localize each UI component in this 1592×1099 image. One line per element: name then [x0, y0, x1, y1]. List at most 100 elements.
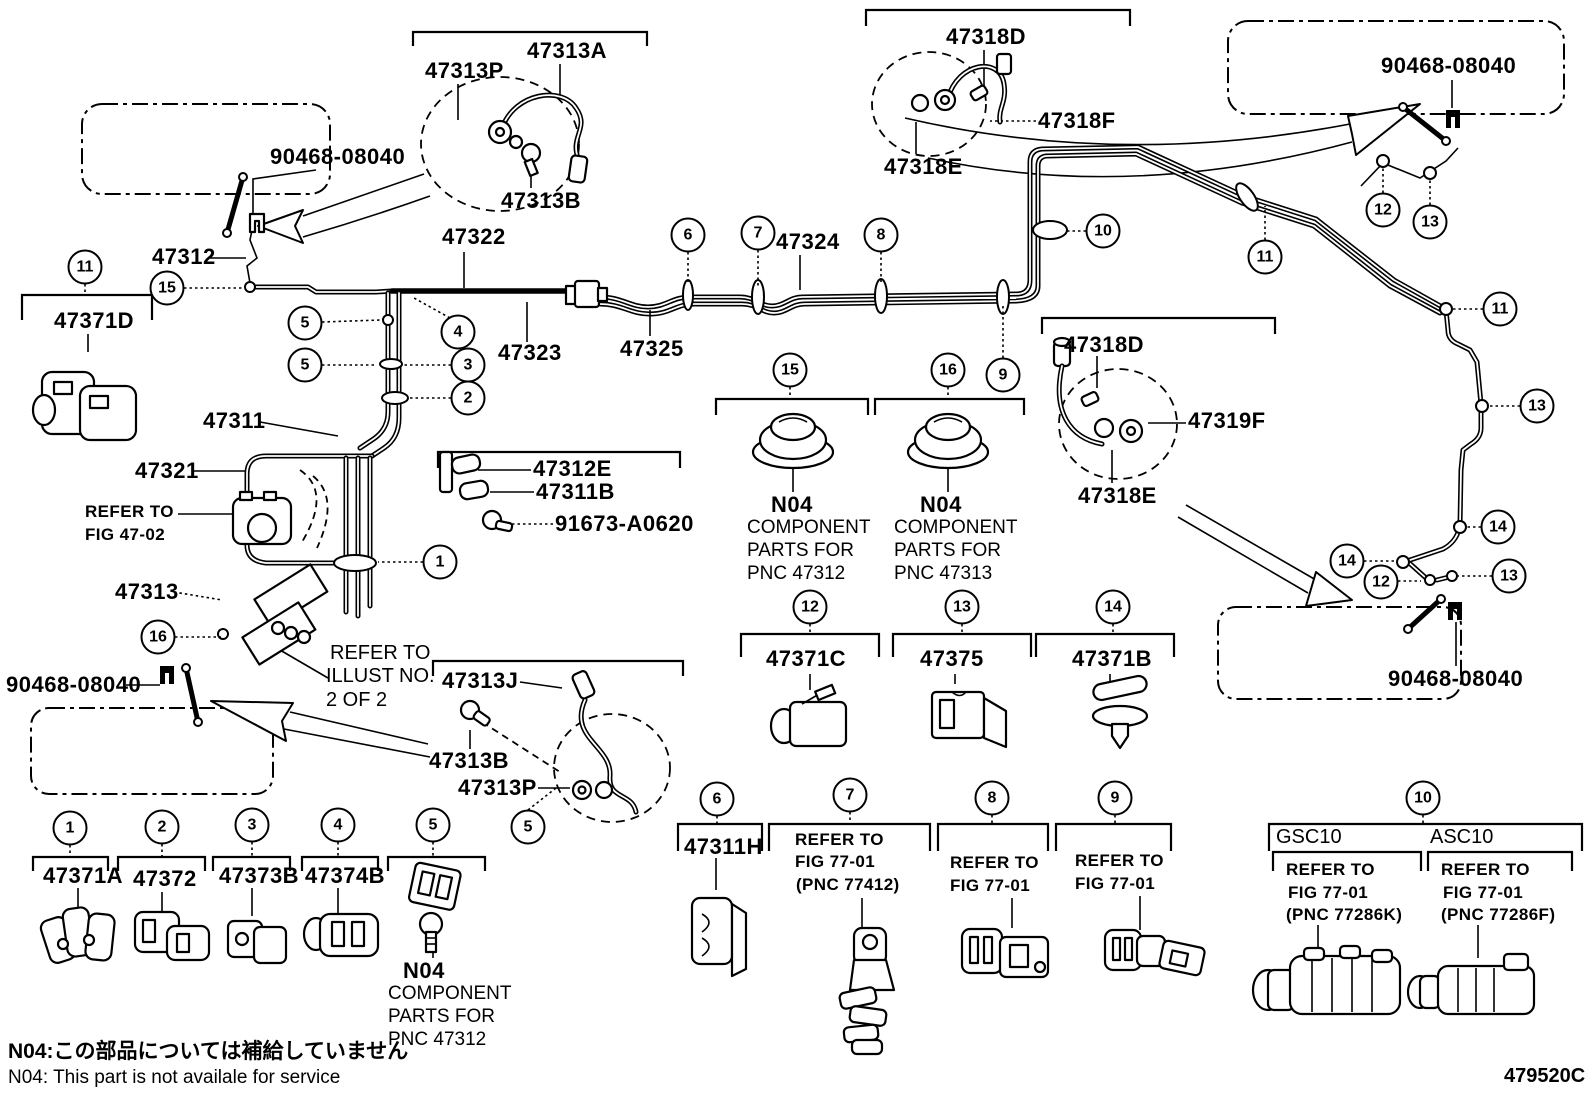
refer-10a-line3: (PNC 77286K): [1286, 905, 1403, 924]
part-label-47371a: 47371A: [43, 863, 124, 888]
tube-47325: [597, 151, 1443, 317]
refer-fig4702-line1: REFER TO: [85, 502, 174, 521]
callout-13-b: 13: [944, 589, 980, 625]
refer-8-line1: REFER TO: [950, 853, 1039, 872]
part-label-47311: 47311: [203, 408, 266, 433]
component-text-16-line1: COMPONENT: [894, 517, 1018, 538]
callout-11-b: 11: [1247, 239, 1283, 275]
part-label-90468-bottom-right: 90468-08040: [1388, 666, 1524, 691]
refer-7-line2: FIG 77-01: [795, 852, 876, 871]
callout-13-a: 13: [1412, 204, 1448, 240]
callout-5-b: 5: [287, 347, 323, 383]
callout-14-c: 14: [1329, 543, 1365, 579]
part-label-47318e-right: 47318E: [1078, 483, 1157, 508]
callout-9-a: 9: [985, 357, 1021, 393]
part-label-47311h: 47311H: [684, 834, 763, 859]
part-label-47318e-top: 47318E: [884, 154, 963, 179]
callout-7-a: 7: [740, 215, 776, 251]
footnote-japanese: N04:この部品については補給していません: [8, 1040, 409, 1063]
n04-label-15: N04: [771, 492, 813, 517]
callout-15-a: 15: [149, 270, 185, 306]
hose-47313j-drawing: [459, 670, 639, 815]
refer-8-line2: FIG 77-01: [950, 876, 1031, 895]
refer-10b-line1: REFER TO: [1441, 860, 1530, 879]
component-text-15-line2: PARTS FOR: [747, 540, 854, 561]
callout-4-a: 4: [440, 314, 476, 350]
pin-top-right: [1398, 102, 1460, 146]
hose-47318f-drawing: [910, 52, 1013, 125]
part-label-47325: 47325: [620, 336, 684, 361]
component-text-16-line2: PARTS FOR: [894, 540, 1001, 561]
part-47371c-drawing: [769, 683, 848, 748]
part-label-47311b: 47311B: [536, 479, 615, 504]
callout-14-b: 14: [1480, 509, 1516, 545]
part-47372-drawing: [133, 910, 211, 962]
callout-1-b: 1: [52, 810, 88, 846]
callout-8-a: 8: [863, 217, 899, 253]
part-47311h-drawing: [690, 896, 748, 978]
part-label-47324: 47324: [776, 229, 840, 254]
brake-tubes: [244, 144, 1484, 619]
component-text-5-line1: COMPONENT: [388, 983, 512, 1004]
callout-5-d: 5: [415, 807, 451, 843]
part-label-47313b-bottom: 47313B: [429, 748, 510, 773]
detail-circles: [420, 51, 1178, 823]
clip-47312e-drawing: [438, 450, 514, 533]
part-label-47371d: 47371D: [54, 308, 135, 333]
component-text-5-line3: PNC 47312: [388, 1029, 487, 1050]
callout-2-b: 2: [144, 809, 180, 845]
part-47375-drawing: [930, 690, 1008, 749]
refer-10b-line3: (PNC 77286F): [1441, 905, 1556, 924]
grommet-16-drawing: [906, 412, 990, 470]
phantom-boxes: [30, 20, 1565, 795]
part-label-47313p-top: 47313P: [425, 58, 504, 83]
refer-9-line2: FIG 77-01: [1075, 874, 1156, 893]
refer-10a-line1: REFER TO: [1286, 860, 1375, 879]
arrow-to-rear-right: [1347, 103, 1421, 156]
part-label-47374b: 47374B: [305, 863, 386, 888]
bracket-illust-drawing: [241, 563, 329, 666]
part-gsc10-drawing: [1251, 944, 1402, 1016]
part-label-47321: 47321: [135, 458, 199, 483]
part-label-47312: 47312: [152, 244, 216, 269]
part-label-47313j: 47313J: [442, 668, 519, 693]
pin-top-left: [222, 172, 266, 238]
callout-16-a: 16: [140, 619, 176, 655]
callout-4-b: 4: [320, 807, 356, 843]
callout-3-a: 3: [450, 347, 486, 383]
callout-9-b: 9: [1097, 780, 1133, 816]
part-callout8-drawing: [960, 927, 1050, 979]
part-label-47322: 47322: [442, 224, 506, 249]
callout-5-c: 5: [510, 809, 546, 845]
refer-fig4702-line2: FIG 47-02: [85, 525, 166, 544]
callout-2-a: 2: [450, 380, 486, 416]
component-text-5-line2: PARTS FOR: [388, 1006, 495, 1027]
part-label-47372: 47372: [133, 866, 197, 891]
hose-47313a-drawing: [487, 92, 589, 184]
tube-clamps: [217, 154, 1489, 640]
part-label-47313b-top: 47313B: [501, 188, 582, 213]
part-label-47319f: 47319F: [1188, 408, 1266, 433]
part-callout5-drawing: [407, 861, 462, 954]
part-label-47371c: 47371C: [766, 646, 847, 671]
component-text-15-line1: COMPONENT: [747, 517, 871, 538]
part-47371a-drawing: [39, 906, 116, 964]
variant-label-asc10: ASC10: [1430, 826, 1494, 848]
part-47371d-drawing: [31, 370, 138, 442]
part-label-47323: 47323: [498, 340, 562, 365]
callout-6-a: 6: [670, 217, 706, 253]
callout-5-a: 5: [287, 305, 323, 341]
part-47373b-drawing: [226, 919, 288, 965]
part-label-47318f: 47318F: [1038, 108, 1116, 133]
callout-10-a: 10: [1085, 213, 1121, 249]
part-callout7-drawing: [838, 926, 896, 1056]
part-asc10-drawing: [1406, 952, 1536, 1016]
n04-label-16: N04: [920, 492, 962, 517]
refer-7-line3: (PNC 77412): [796, 875, 900, 894]
part-label-47371b: 47371B: [1072, 646, 1153, 671]
part-label-47312e: 47312E: [533, 456, 612, 481]
part-drawings: [31, 52, 1536, 1056]
callout-7-b: 7: [832, 777, 868, 813]
callout-12-a: 12: [1365, 192, 1401, 228]
